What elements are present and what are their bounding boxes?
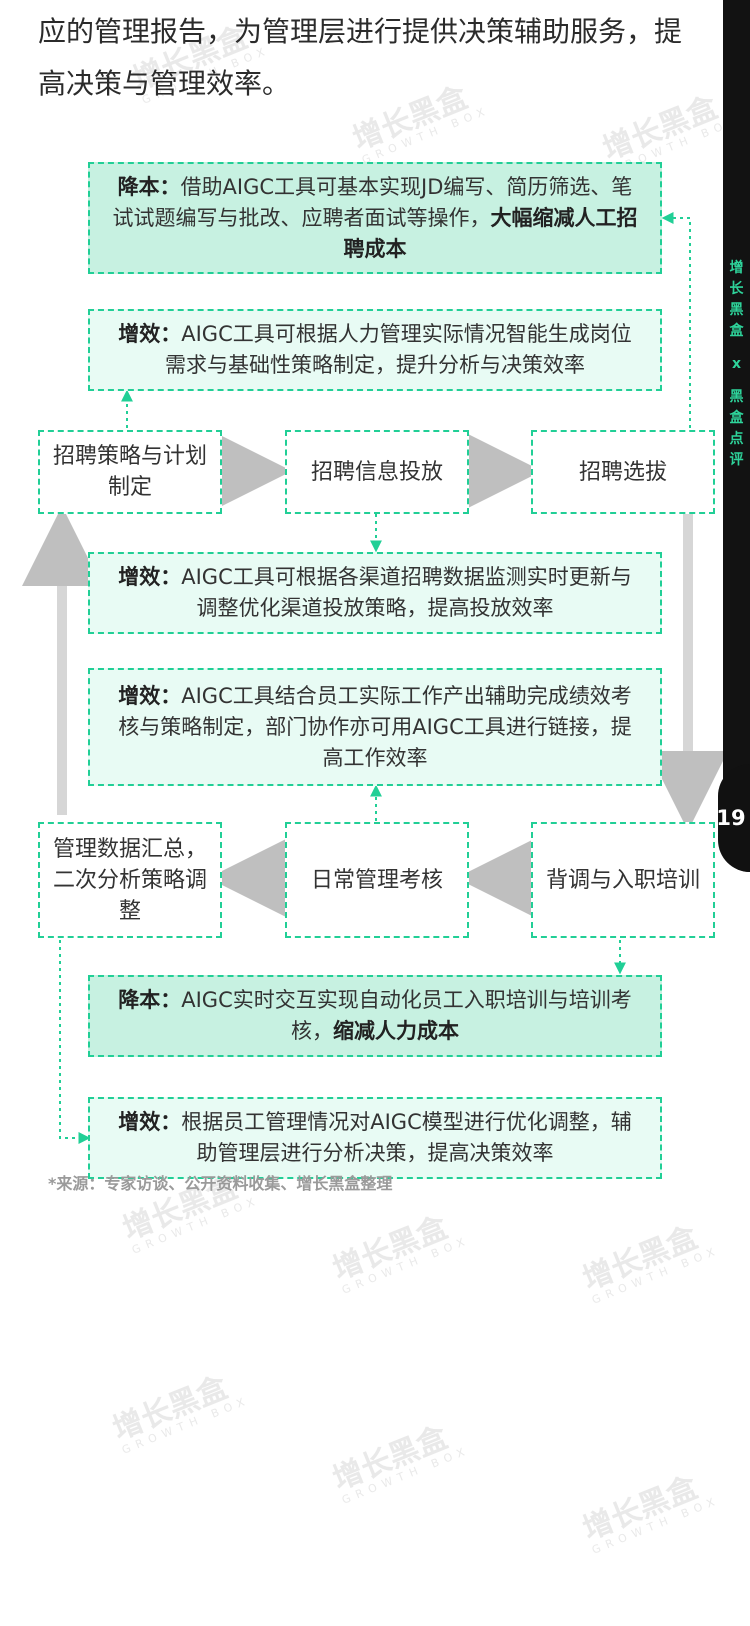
side-tab-label: 增 长 黑 盒 x 黑 盒 点 评: [729, 260, 744, 468]
node-strategy: 招聘策略与计划制定: [38, 430, 222, 514]
link-summary-to-eff: [59, 940, 91, 1144]
annotation-reduce-onboard: 降本：AIGC实时交互实现自动化员工入职培训与培训考核，缩减人力成本: [88, 975, 662, 1057]
page-number: 19: [716, 764, 750, 872]
side-tab: 增 长 黑 盒 x 黑 盒 点 评: [723, 0, 750, 872]
annotation-eff-channel: 增效：AIGC工具可根据各渠道招聘数据监测实时更新与调整优化渠道投放策略，提高投…: [88, 552, 662, 634]
intro-paragraph: 应的管理报告，为管理层进行提供决策辅助服务，提高决策与管理效率。: [38, 15, 683, 100]
link-select-to-reduce: [661, 212, 691, 428]
annotation-eff-decision: 增效：根据员工管理情况对AIGC模型进行优化调整，辅助管理层进行分析决策，提高决…: [88, 1097, 662, 1179]
node-select: 招聘选拔: [531, 430, 715, 514]
node-post: 招聘信息投放: [285, 430, 469, 514]
source-footnote: *来源：专家访谈、公开资料收集、增长黑盒整理: [48, 1174, 393, 1193]
node-summary: 管理数据汇总，二次分析策略调整: [38, 822, 222, 938]
annotation-eff-performance: 增效：AIGC工具结合员工实际工作产出辅助完成绩效考核与策略制定，部门协作亦可用…: [88, 668, 662, 786]
node-daily: 日常管理考核: [285, 822, 469, 938]
annotation-eff-strategy: 增效：AIGC工具可根据人力管理实际情况智能生成岗位需求与基础性策略制定，提升分…: [88, 309, 662, 391]
node-onboard: 背调与入职培训: [531, 822, 715, 938]
annotation-reduce-recruit: 降本：借助AIGC工具可基本实现JD编写、简历筛选、笔试试题编写与批改、应聘者面…: [88, 162, 662, 274]
